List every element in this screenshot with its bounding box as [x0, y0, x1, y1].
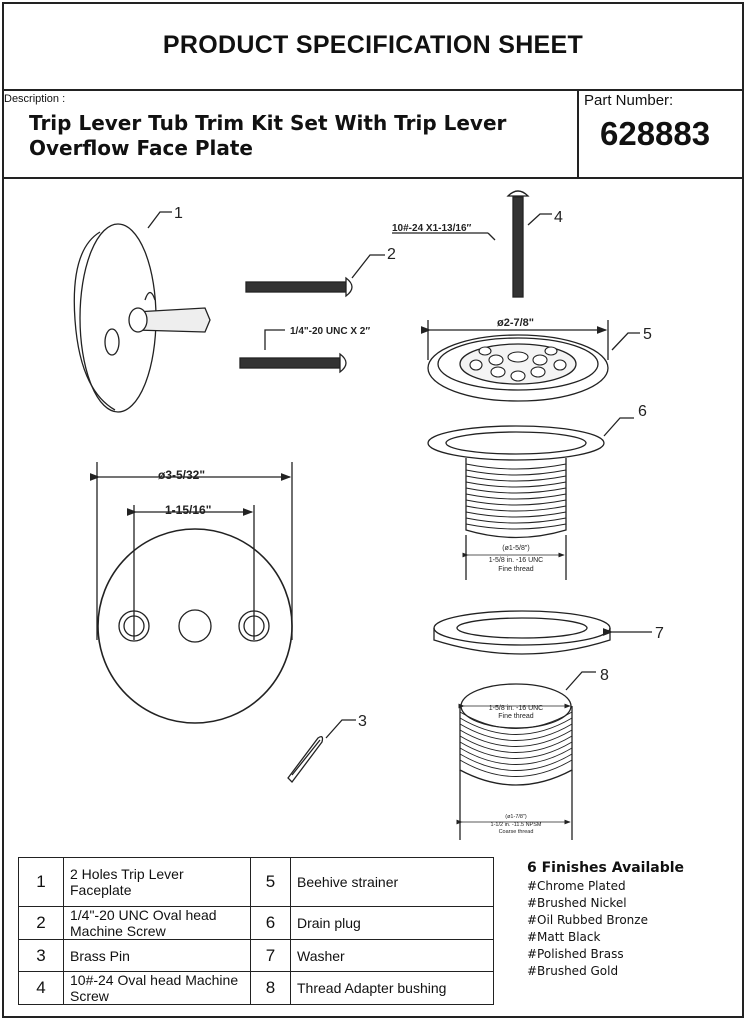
dim-faceplate-holes: 1-15/16" — [165, 503, 211, 517]
callout-1: 1 — [174, 205, 183, 222]
table-row: 3 Brass Pin 7 Washer — [18, 939, 494, 972]
part-number: 3 — [18, 939, 64, 972]
callout-2: 2 — [387, 246, 396, 263]
dim-screw-2: 1/4"-20 UNC X 2″ — [290, 326, 370, 337]
drain-diameter: (ø1-5/8") — [502, 545, 529, 552]
finish-item: #Brushed Nickel — [527, 896, 627, 910]
parts-table: 1 2 Holes Trip Lever Faceplate 5 Beehive… — [18, 857, 494, 1005]
strainer-drawing — [427, 334, 609, 402]
part-number: 2 — [18, 906, 64, 940]
adapter-bottom-type: Coarse thread — [499, 829, 534, 835]
washer-drawing — [433, 610, 611, 655]
description-line-2: Overflow Face Plate — [29, 136, 253, 160]
adapter-bottom-thread: 1-1/2 in. -11.5 NPSM — [491, 822, 542, 828]
finish-item: #Brushed Gold — [527, 964, 619, 978]
drain-thread: 1-5/8 in. -16 UNC — [489, 557, 543, 564]
adapter-diameter: (ø1-7/8") — [505, 814, 527, 820]
part-name: 10#-24 Oval head Machine Screw — [63, 971, 251, 1005]
part-number: 5 — [250, 857, 291, 907]
callout-4: 4 — [554, 209, 563, 226]
part-number-label: Part Number: — [584, 92, 674, 109]
dim-faceplate-outer: ø3-5/32" — [158, 468, 205, 482]
callout-8: 8 — [600, 667, 609, 684]
description-text: Trip Lever Tub Trim Kit Set With Trip Le… — [29, 111, 569, 161]
description-label: Description : — [4, 93, 66, 105]
description-line-1: Trip Lever Tub Trim Kit Set With Trip Le… — [29, 111, 507, 135]
part-number: 8 — [250, 971, 291, 1005]
callout-5: 5 — [643, 326, 652, 343]
divider — [577, 89, 579, 177]
part-name: Thread Adapter bushing — [290, 971, 494, 1005]
callout-7: 7 — [655, 625, 664, 642]
adapter-top-thread: 1-5/8 in. -16 UNC — [489, 705, 543, 712]
finishes-list: 6 Finishes Available #Chrome Plated #Bru… — [527, 860, 684, 980]
screw-4-drawing — [506, 190, 530, 298]
leader-1 — [147, 211, 172, 229]
part-number: 4 — [18, 971, 64, 1005]
table-row: 4 10#-24 Oval head Machine Screw 8 Threa… — [18, 971, 494, 1005]
screw-2-drawing — [245, 276, 353, 298]
part-name: Drain plug — [290, 906, 494, 940]
description-row: Description : Trip Lever Tub Trim Kit Se… — [2, 89, 744, 179]
part-name: 2 Holes Trip Lever Faceplate — [63, 857, 251, 907]
drain-thread-type: Fine thread — [498, 566, 534, 573]
page-title: PRODUCT SPECIFICATION SHEET — [162, 31, 584, 59]
part-name: Washer — [290, 939, 494, 972]
faceplate-front — [97, 528, 293, 724]
part-name: Beehive strainer — [290, 857, 494, 907]
dim-screw-4: 10#-24 X1-13/16″ — [392, 223, 472, 234]
finish-item: #Chrome Plated — [527, 879, 626, 893]
dim-strainer: ø2-7/8" — [497, 317, 534, 329]
part-number: 1 — [18, 857, 64, 907]
part-number: 7 — [250, 939, 291, 972]
drain-plug-drawing — [427, 425, 605, 539]
finish-item: #Polished Brass — [527, 947, 624, 961]
adapter-top-type: Fine thread — [498, 713, 534, 720]
part-number-value: 628883 — [600, 115, 711, 152]
part-name: Brass Pin — [63, 939, 251, 972]
part-name: 1/4"-20 UNC Oval head Machine Screw — [63, 906, 251, 940]
thread-adapter-drawing — [459, 683, 573, 786]
finish-item: #Oil Rubbed Bronze — [527, 913, 648, 927]
finishes-heading: 6 Finishes Available — [527, 860, 685, 876]
callout-6: 6 — [638, 403, 647, 420]
screw-2b-drawing — [239, 352, 347, 374]
finish-item: #Matt Black — [527, 930, 601, 944]
callout-3: 3 — [358, 713, 367, 730]
table-row: 2 1/4"-20 UNC Oval head Machine Screw 6 … — [18, 906, 494, 940]
faceplate-perspective — [73, 223, 211, 413]
table-row: 1 2 Holes Trip Lever Faceplate 5 Beehive… — [18, 857, 494, 907]
brass-pin-drawing — [287, 736, 324, 783]
part-number: 6 — [250, 906, 291, 940]
exploded-diagram: 1 2 1/4"-20 UNC X 2″ 10#-24 X1-13/16″ 4 … — [73, 190, 664, 840]
title-row: PRODUCT SPECIFICATION SHEET — [2, 2, 744, 91]
